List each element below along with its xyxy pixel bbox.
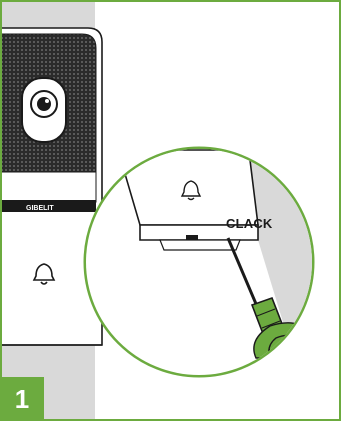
step-number: 1	[0, 377, 44, 421]
doorbell-device: GIBELIT	[0, 28, 102, 345]
clack-callout: CLACK	[226, 216, 273, 231]
svg-text:GIBELIT: GIBELIT	[26, 205, 54, 212]
camera-lens-icon	[22, 78, 66, 142]
